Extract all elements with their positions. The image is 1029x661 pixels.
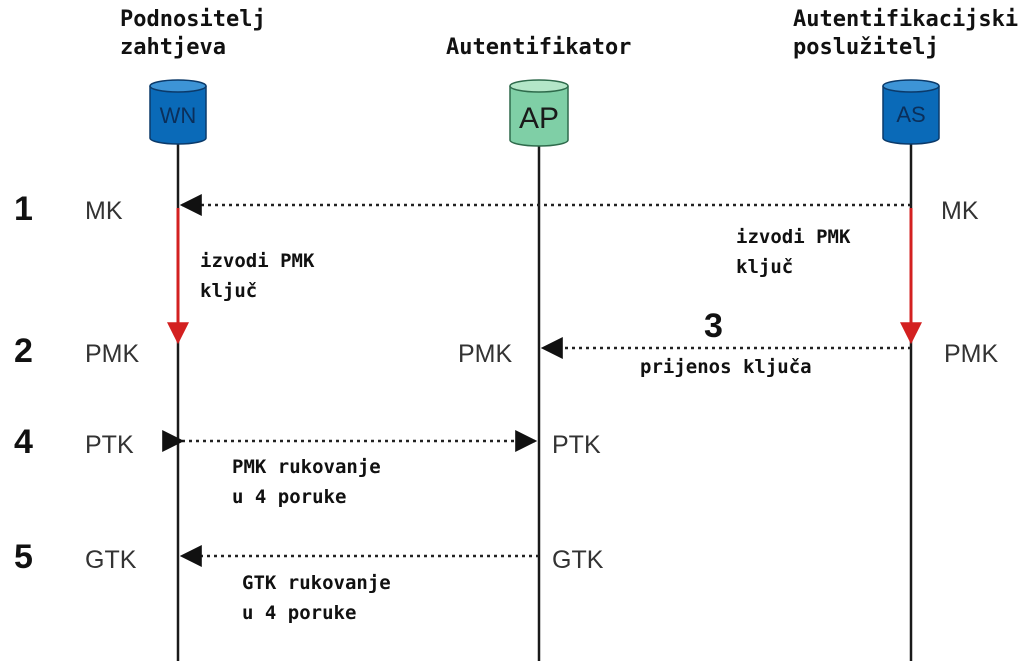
as-mk-label: MK xyxy=(941,197,979,225)
note-line: u 4 poruke xyxy=(242,602,357,624)
wn-mk-label: MK xyxy=(85,197,123,225)
step-number: 4 xyxy=(14,423,33,461)
note-line: u 4 poruke xyxy=(232,486,347,508)
ap-badge: AP xyxy=(519,102,559,135)
step-number: 1 xyxy=(14,190,33,228)
note-line: prijenos ključa xyxy=(640,356,812,378)
pmk-handshake-note: PMK rukovanje u 4 poruke xyxy=(232,452,381,512)
wn-gtk-label: GTK xyxy=(85,546,137,574)
note-line: ključ xyxy=(200,280,258,302)
as-badge: AS xyxy=(896,102,925,127)
wn-derive-note: izvodi PMK ključ xyxy=(200,246,314,306)
wn-pmk-label: PMK xyxy=(85,340,140,368)
note-line: PMK rukovanje xyxy=(232,456,381,478)
wn-title-line: Podnositelj xyxy=(120,7,266,32)
wn-title: Podnositelj zahtjeva xyxy=(120,6,266,62)
wn-ptk-label: PTK xyxy=(85,431,134,459)
note-line: izvodi PMK xyxy=(736,226,851,248)
as-title: Autentifikacijski poslužitelj xyxy=(793,6,1018,62)
step-number: 2 xyxy=(14,332,33,370)
as-pmk-label: PMK xyxy=(944,340,999,368)
ap-pmk-label: PMK xyxy=(458,340,513,368)
note-line: ključ xyxy=(736,256,794,278)
step-number: 3 xyxy=(704,307,723,345)
ap-cylinder: AP xyxy=(509,79,569,147)
wn-badge: WN xyxy=(160,103,197,128)
note-line: izvodi PMK xyxy=(200,250,315,272)
wn-title-line: zahtjeva xyxy=(120,35,226,60)
ap-title: Autentifikator xyxy=(446,34,631,62)
ap-title-line: Autentifikator xyxy=(446,35,632,60)
as-title-line: poslužitelj xyxy=(793,35,939,60)
transfer-note: prijenos ključa xyxy=(640,352,812,382)
as-derive-note: izvodi PMK ključ xyxy=(736,222,850,282)
step-number: 5 xyxy=(14,538,33,576)
ap-ptk-label: PTK xyxy=(552,431,601,459)
as-title-line: Autentifikacijski xyxy=(793,7,1019,32)
ap-gtk-label: GTK xyxy=(552,546,604,574)
gtk-handshake-note: GTK rukovanje u 4 poruke xyxy=(242,568,391,628)
wn-cylinder: WN xyxy=(149,79,207,145)
as-cylinder: AS xyxy=(882,79,940,145)
note-line: GTK rukovanje xyxy=(242,572,391,594)
